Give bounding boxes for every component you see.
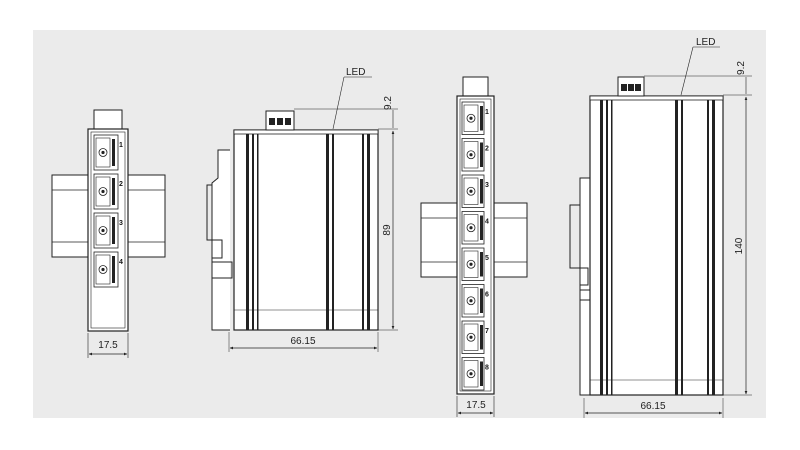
port-4: 4 <box>461 211 489 245</box>
port-number-label: 4 <box>119 259 123 266</box>
led-label: LED <box>346 67 365 78</box>
port-number-label: 2 <box>119 181 123 188</box>
port-number-label: 4 <box>485 219 489 226</box>
port-list: 1 2 3 4 5 6 7 8 <box>461 101 489 391</box>
led-label: LED <box>696 37 715 48</box>
led-offset-dim-label: 9.2 <box>383 96 394 110</box>
depth-dim-label: 66.15 <box>640 401 665 412</box>
height-dim-label: 89 <box>382 224 393 236</box>
large-front-view: 1 2 3 4 5 6 7 8 17.5 <box>420 76 528 417</box>
port-8: 8 <box>461 357 489 391</box>
port-number-label: 3 <box>485 182 489 189</box>
port-number-label: 3 <box>119 220 123 227</box>
port-6: 6 <box>461 284 489 318</box>
port-3: 3 <box>93 212 123 249</box>
port-number-label: 7 <box>485 328 489 335</box>
port-list: 1 2 3 4 <box>93 134 123 288</box>
depth-dim-label: 66.15 <box>290 336 315 347</box>
port-number-label: 1 <box>119 142 123 149</box>
port-number-label: 1 <box>485 109 489 116</box>
small-front-view: 1 2 3 4 17.5 <box>51 109 166 358</box>
module-body <box>233 129 379 331</box>
width-dim-label: 17.5 <box>466 400 486 411</box>
port-number-label: 2 <box>485 146 489 153</box>
height-dim-label: 140 <box>734 237 745 254</box>
port-1: 1 <box>93 134 123 171</box>
port-4: 4 <box>93 251 123 288</box>
port-number-label: 6 <box>485 292 489 299</box>
module-body <box>589 95 724 396</box>
din-clip <box>579 177 590 396</box>
width-dim-label: 17.5 <box>98 340 118 351</box>
port-5: 5 <box>461 247 489 281</box>
port-7: 7 <box>461 320 489 354</box>
port-number-label: 5 <box>485 255 489 262</box>
port-3: 3 <box>461 174 489 208</box>
led-offset-dim-label: 9.2 <box>736 61 747 75</box>
top-connector <box>93 109 123 131</box>
large-side-view: LED 9.2 140 66.15 <box>569 37 752 418</box>
port-1: 1 <box>461 101 489 135</box>
port-2: 2 <box>461 138 489 172</box>
port-2: 2 <box>93 173 123 210</box>
port-number-label: 8 <box>485 365 489 372</box>
top-connector <box>462 76 489 98</box>
small-side-view: LED 9.2 89 66.15 <box>206 67 398 352</box>
